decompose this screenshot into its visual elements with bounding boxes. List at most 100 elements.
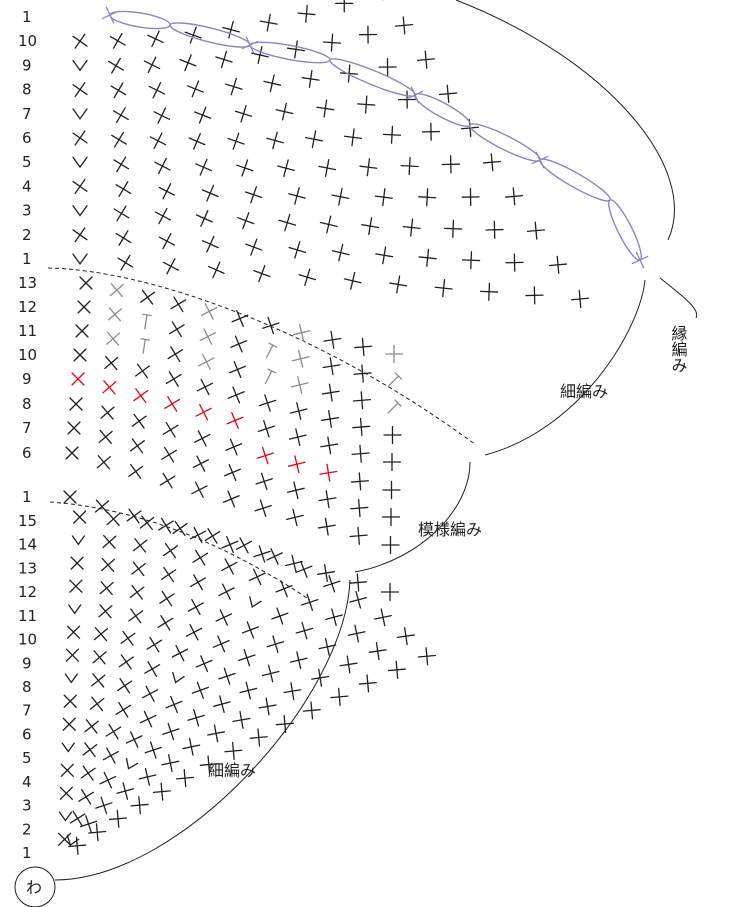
single-crochet-mark — [200, 303, 218, 320]
single-crochet-mark — [116, 782, 135, 800]
single-crochet-mark — [143, 56, 161, 74]
single-crochet-mark — [285, 554, 303, 573]
single-crochet-mark — [161, 446, 177, 463]
single-crochet-mark — [182, 737, 201, 756]
single-crochet-mark — [132, 538, 148, 553]
single-crochet-mark — [289, 402, 308, 420]
half-double-mark — [265, 342, 278, 359]
row-number: 1 — [22, 488, 32, 506]
single-crochet-mark — [485, 220, 504, 239]
single-crochet-mark — [375, 246, 394, 265]
chain-loop — [608, 199, 642, 261]
single-crochet-mark — [195, 158, 213, 176]
single-crochet-mark — [229, 361, 246, 378]
single-crochet-mark — [417, 647, 436, 666]
single-crochet-mark — [352, 417, 371, 437]
single-crochet-mark — [65, 648, 80, 662]
pattern-bracket — [354, 461, 471, 573]
single-crochet-mark — [384, 344, 404, 364]
single-crochet-mark — [195, 210, 213, 227]
single-crochet-mark — [266, 131, 284, 150]
row-number: 9 — [22, 56, 32, 74]
single-crochet-mark — [154, 207, 172, 225]
single-crochet-mark — [570, 289, 590, 309]
row-number: 12 — [18, 583, 37, 601]
single-crochet-mark — [194, 106, 212, 124]
row-number: 4 — [22, 177, 32, 195]
single-crochet-mark — [348, 573, 368, 592]
single-crochet-mark — [361, 217, 380, 236]
single-crochet-mark — [65, 446, 79, 460]
single-crochet-mark — [75, 324, 89, 338]
chain-loop — [414, 93, 471, 127]
single-crochet-mark — [271, 607, 289, 625]
edge-bracket — [455, 0, 675, 241]
row-number: 7 — [22, 105, 32, 123]
single-crochet-mark — [263, 74, 282, 93]
single-crochet-mark — [418, 188, 437, 207]
single-crochet-mark — [66, 625, 81, 639]
single-crochet-mark — [175, 768, 195, 788]
magic-ring-label: わ — [26, 878, 42, 897]
edge-label-line1: 縁編み — [669, 325, 688, 373]
single-crochet-mark — [380, 582, 400, 602]
single-crochet-mark — [323, 330, 342, 349]
single-crochet-mark — [359, 158, 378, 177]
single-crochet-mark — [57, 832, 72, 846]
single-crochet-mark — [301, 69, 320, 88]
single-crochet-mark — [70, 556, 84, 570]
single-crochet-mark — [354, 337, 373, 357]
single-crochet-mark — [259, 13, 278, 32]
single-crochet-mark — [331, 243, 350, 262]
single-crochet-mark — [288, 187, 306, 205]
single-crochet-mark — [226, 412, 244, 429]
single-crochet-mark — [96, 455, 111, 470]
single-crochet-mark — [115, 701, 132, 718]
single-crochet-mark — [69, 810, 86, 827]
row-number: 11 — [18, 607, 37, 625]
increase-mark — [71, 535, 86, 546]
single-crochet-mark — [190, 574, 206, 591]
single-crochet-mark — [319, 215, 338, 234]
row-number: 13 — [18, 274, 37, 292]
single-crochet-mark — [88, 823, 107, 842]
single-crochet-mark — [128, 608, 144, 624]
increase-mark — [64, 673, 78, 684]
single-crochet-mark — [152, 782, 171, 801]
single-crochet-mark — [275, 580, 293, 598]
single-crochet-mark — [165, 696, 183, 714]
single-crochet-mark — [631, 251, 649, 269]
single-crochet-mark — [120, 630, 136, 646]
single-crochet-mark — [241, 621, 259, 639]
single-crochet-mark — [187, 598, 204, 616]
single-crochet-mark — [322, 33, 342, 52]
single-crochet-mark — [295, 621, 314, 640]
half-double-mark — [264, 368, 277, 385]
single-crochet-mark — [317, 517, 336, 536]
row-number: 11 — [18, 322, 37, 340]
single-crochet-mark — [321, 383, 340, 402]
single-crochet-mark — [80, 765, 96, 781]
single-crochet-mark — [72, 33, 88, 49]
row-number: 9 — [22, 370, 32, 388]
row-number: 15 — [18, 512, 37, 530]
row-number: 7 — [22, 419, 32, 437]
single-crochet-bottom-bracket — [54, 579, 351, 881]
single-crochet-mark — [368, 642, 387, 661]
single-crochet-mark — [323, 575, 341, 593]
single-crochet-mark — [92, 650, 107, 665]
single-crochet-mark — [161, 754, 180, 772]
single-crochet-mark — [258, 697, 277, 716]
single-crochet-mark — [382, 480, 401, 500]
single-crochet-mark — [191, 681, 209, 699]
single-crochet-mark — [111, 131, 127, 148]
single-crochet-mark — [286, 40, 306, 59]
single-crochet-mark — [185, 624, 203, 641]
single-crochet-mark — [255, 472, 273, 491]
single-crochet-mark — [322, 357, 341, 376]
single-crochet-mark — [157, 615, 174, 631]
single-crochet-mark — [289, 651, 308, 670]
row-numbers: 1234567891011121314151678910111213123456… — [18, 8, 37, 862]
single-crochet-mark — [93, 627, 109, 642]
single-crochet-mark — [353, 364, 372, 383]
